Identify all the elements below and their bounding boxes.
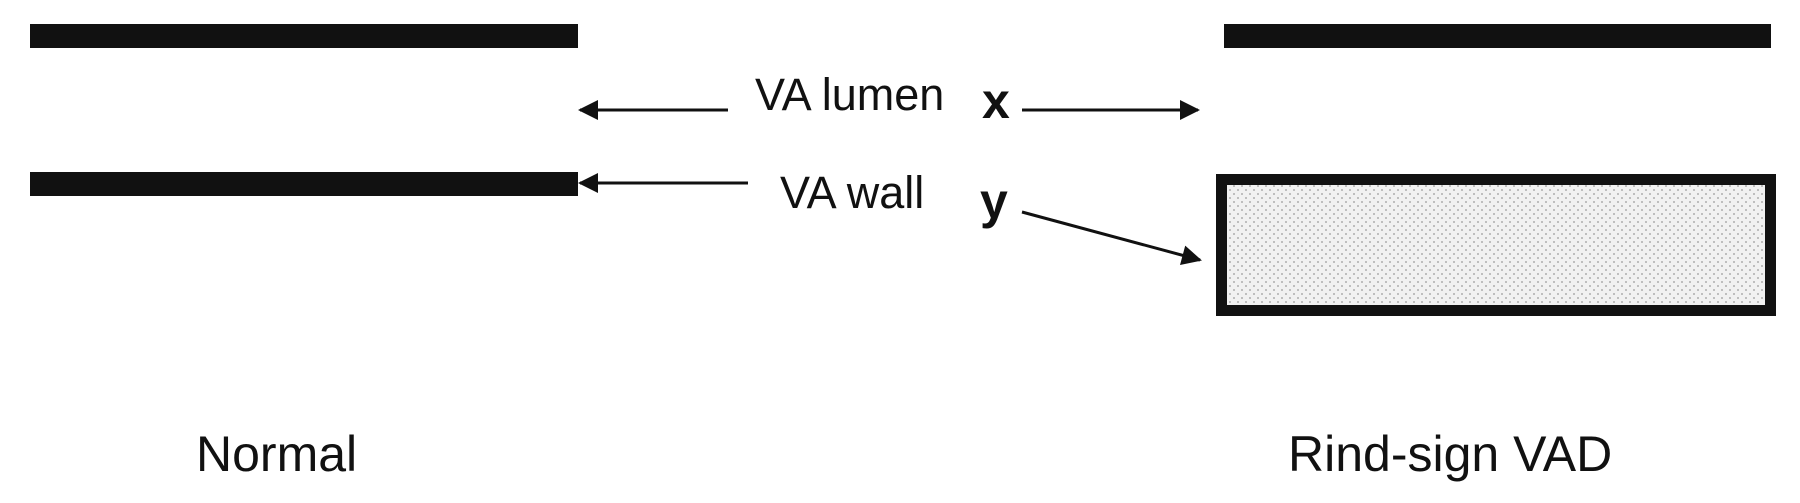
lumen-variable: x — [982, 73, 1010, 129]
normal-top-wall — [30, 24, 578, 48]
rind-sign-caption: Rind-sign VAD — [1288, 426, 1612, 482]
normal-bottom-wall — [30, 172, 578, 196]
normal-caption: Normal — [196, 426, 357, 482]
wall-variable: y — [980, 173, 1008, 229]
wall-arrow-right — [1021, 210, 1202, 265]
rind-sign-vessel — [1216, 24, 1776, 316]
wall-label: VA wall — [780, 167, 924, 218]
normal-vessel — [30, 24, 578, 196]
labels: VA lumen x VA wall y Normal Rind-sign VA… — [196, 69, 1612, 482]
arrows — [578, 100, 1202, 265]
rind-top-wall — [1224, 24, 1771, 48]
rind-thickened-wall — [1216, 174, 1776, 316]
lumen-label: VA lumen — [755, 69, 944, 120]
